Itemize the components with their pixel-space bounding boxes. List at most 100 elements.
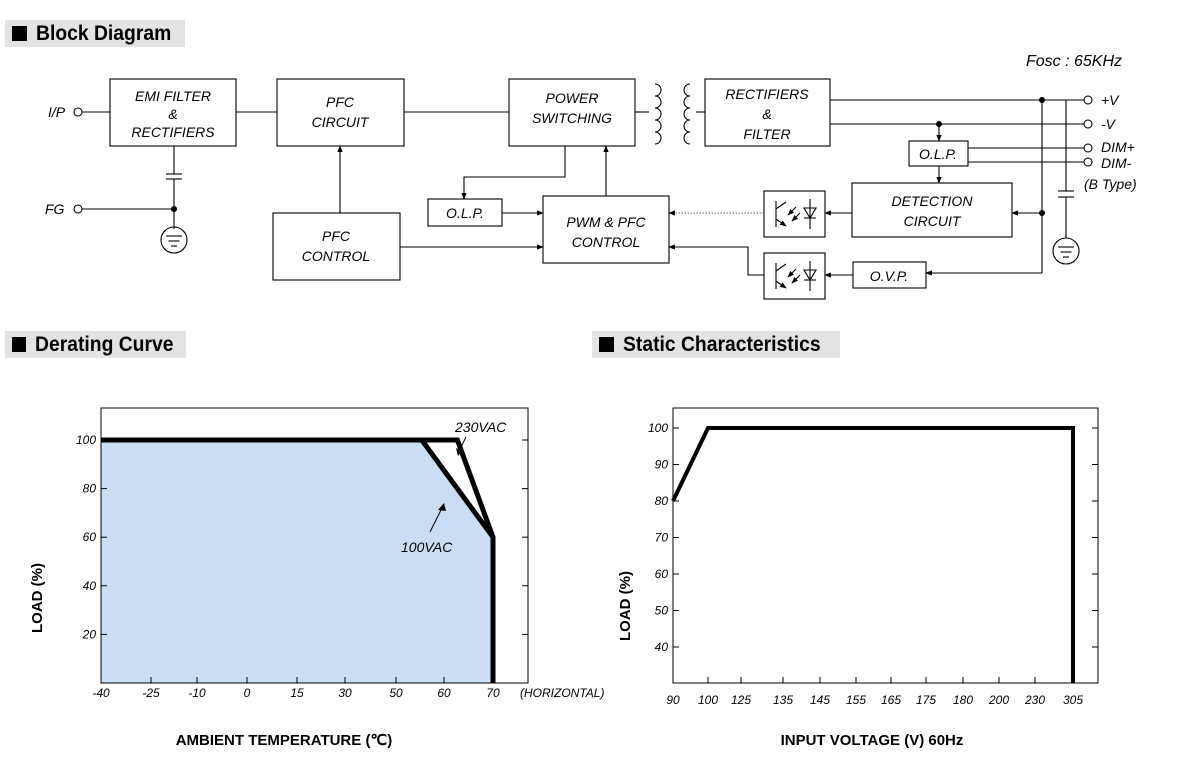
junction-dot: [171, 206, 177, 212]
pfc-control-line2: CONTROL: [302, 248, 370, 264]
section-title: Block Diagram: [36, 21, 172, 45]
olp-right-label: O.L.P.: [919, 146, 957, 162]
pfc-circuit-line2: CIRCUIT: [312, 114, 370, 130]
square-bullet-icon: [12, 337, 27, 352]
arrow-head-icon: [438, 503, 446, 511]
y-tick-label: 20: [82, 627, 97, 641]
x-tick-label: 70: [486, 686, 500, 700]
derating-x-suffix: (HORIZONTAL): [520, 686, 604, 700]
btype-label: (B Type): [1084, 176, 1137, 192]
arrow-head-icon: [456, 448, 462, 456]
annotation-arrow-100vac: [429, 505, 444, 533]
derating-ylabel: LOAD (%): [29, 563, 46, 633]
x-tick-label: 30: [338, 686, 352, 700]
section-header-static-characteristics: Static Characteristics: [592, 331, 840, 358]
power-switching-line1: POWER: [546, 90, 599, 106]
y-tick-label: 80: [655, 494, 669, 508]
x-tick-label: 125: [731, 693, 751, 707]
series-line-230vac: [101, 437, 496, 683]
detection-line1: DETECTION: [892, 193, 974, 209]
ovp-label: O.V.P.: [870, 268, 908, 284]
junction-dot: [1039, 97, 1045, 103]
dim-minus-terminal-icon: [1083, 157, 1093, 167]
derating-fill-area: [101, 440, 493, 683]
x-tick-label: 0: [244, 686, 251, 700]
x-tick-label: 305: [1063, 693, 1083, 707]
x-tick-label: 165: [881, 693, 901, 707]
olp-left-label: O.L.P.: [446, 205, 484, 221]
x-tick-label: 230: [1024, 693, 1045, 707]
static-series-line: [671, 426, 1075, 683]
y-tick-label: 40: [83, 579, 97, 593]
y-tick-label: 60: [83, 530, 97, 544]
x-tick-label: 90: [666, 693, 680, 707]
y-tick-label: 100: [76, 433, 96, 447]
x-tick-label: 135: [773, 693, 793, 707]
minus-v-label: -V: [1101, 116, 1117, 132]
ip-terminal-icon: [73, 107, 83, 117]
pfc-control-line1: PFC: [322, 228, 351, 244]
pwm-line2: CONTROL: [572, 234, 640, 250]
rectifiers-filter-line2: &: [762, 106, 771, 122]
dim-plus-terminal-icon: [1083, 143, 1093, 153]
rectifiers-filter-line1: RECTIFIERS: [725, 86, 809, 102]
x-tick-label: -40: [92, 686, 110, 700]
x-tick-label: 145: [810, 693, 830, 707]
fosc-label: Fosc : 65KHz: [1026, 53, 1122, 70]
plus-v-terminal-icon: [1083, 95, 1093, 105]
section-title: Static Characteristics: [623, 332, 821, 356]
emi-filter-line3: RECTIFIERS: [131, 124, 215, 140]
emi-filter-line2: &: [168, 106, 177, 122]
fg-label: FG: [45, 201, 65, 217]
y-tick-label: 40: [655, 640, 669, 654]
y-tick-label: 50: [655, 604, 669, 618]
pfc-circuit-line1: PFC: [326, 94, 355, 110]
junction-dot: [936, 121, 942, 127]
optocoupler-upper-icon: [775, 199, 817, 229]
y-tick-label: 70: [655, 531, 669, 545]
static-ylabel: LOAD (%): [617, 571, 634, 641]
optocoupler-upper: [763, 190, 826, 238]
ip-label: I/P: [48, 104, 66, 120]
rectifiers-filter-line3: FILTER: [743, 126, 790, 142]
x-tick-label: -25: [142, 686, 160, 700]
detection-line2: CIRCUIT: [904, 213, 962, 229]
square-bullet-icon: [12, 26, 27, 41]
detection-circuit-box: [851, 182, 1013, 238]
y-tick-label: 90: [655, 458, 669, 472]
optocoupler-lower: [763, 252, 826, 300]
optocoupler-lower-icon: [775, 261, 817, 291]
x-tick-label: 200: [988, 693, 1009, 707]
transformer-icon: [654, 83, 691, 145]
ground-icon-right: [1052, 237, 1080, 265]
static-xlabel: INPUT VOLTAGE (V) 60Hz: [781, 732, 964, 749]
section-header-derating-curve: Derating Curve: [5, 331, 186, 358]
section-header-block-diagram: Block Diagram: [5, 20, 185, 47]
x-tick-label: 100: [698, 693, 718, 707]
dim-plus-label: DIM+: [1101, 139, 1135, 155]
dim-minus-label: DIM-: [1101, 155, 1132, 171]
x-tick-label: 155: [846, 693, 866, 707]
derating-plot-frame: [100, 407, 529, 684]
pwm-line1: PWM & PFC: [566, 214, 646, 230]
pfc-circuit-box: [276, 78, 405, 147]
block-diagram: Fosc : 65KHz I/P FG EMI FILTER & RECTIFI…: [45, 53, 1137, 300]
static-plot-frame: [672, 407, 1099, 684]
y-tick-label: 100: [648, 421, 668, 435]
x-tick-label: 60: [437, 686, 451, 700]
power-switching-line2: SWITCHING: [532, 110, 612, 126]
series-label-230vac: 230VAC: [454, 419, 507, 435]
x-tick-label: -10: [188, 686, 206, 700]
section-title: Derating Curve: [35, 332, 174, 356]
derating-xlabel: AMBIENT TEMPERATURE (℃): [176, 732, 393, 749]
y-tick-label: 80: [83, 482, 97, 496]
x-tick-label: 15: [290, 686, 304, 700]
pfc-control-box: [272, 212, 401, 281]
x-tick-label: 175: [916, 693, 936, 707]
emi-filter-line1: EMI FILTER: [135, 88, 211, 104]
y-tick-label: 60: [655, 567, 669, 581]
minus-v-terminal-icon: [1083, 119, 1093, 129]
annotation-arrow-230vac: [457, 436, 467, 454]
series-label-100vac: 100VAC: [401, 539, 453, 555]
x-tick-label: 180: [953, 693, 973, 707]
